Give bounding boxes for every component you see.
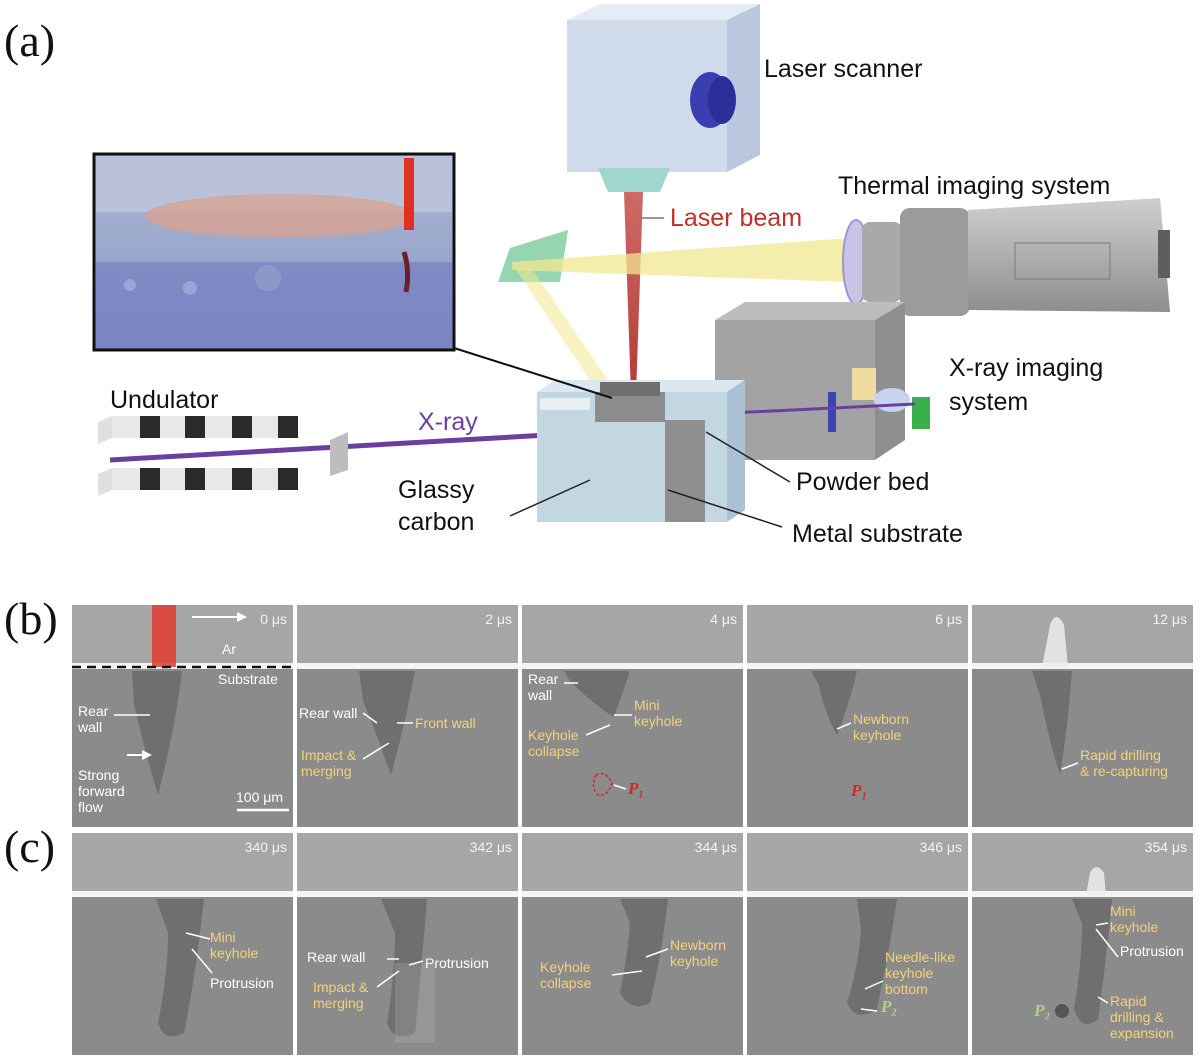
rapid-label-3: expansion — [1110, 1025, 1174, 1041]
panel-c-frame-1: 340 μs Mini keyhole Protrusion — [72, 833, 293, 1055]
glassy-carbon-label-1: Glassy — [398, 476, 475, 504]
needle-label-2: keyhole — [885, 965, 934, 981]
panel-b-frame-4: 6 μs Newborn keyhole P₁ — [747, 605, 968, 827]
protrusion-label: Protrusion — [210, 975, 274, 991]
newborn-label-1: Newborn — [853, 711, 910, 727]
p1-label: P₁ — [851, 781, 868, 800]
newborn-label-2: keyhole — [670, 953, 719, 969]
time-label: 12 μs — [1152, 611, 1187, 627]
needle-label-3: bottom — [885, 981, 928, 997]
rapid-label-2: drilling & — [1110, 1009, 1164, 1025]
mini-keyhole-label-1: Mini — [210, 929, 236, 945]
impact-label-1: Impact & — [301, 747, 357, 763]
panel-c-frame-2: 342 μs Rear wall Protrusion Impact & mer… — [297, 833, 518, 1055]
flow-label-3: flow — [78, 799, 103, 815]
panel-b-frame-5: 12 μs Rapid drilling & re-capturing — [972, 605, 1193, 827]
undulator — [98, 416, 298, 496]
panel-b-frame-3: 4 μs Rear wall Mini keyhole Keyhole coll… — [522, 605, 743, 827]
rear-wall-label: Rear wall — [299, 705, 358, 721]
rapid-label-1: Rapid drilling — [1080, 747, 1161, 763]
laser-beam — [624, 192, 643, 395]
impact-label-2: merging — [301, 763, 352, 779]
panel-c-frame-4: 346 μs Needle-like keyhole bottom P₂ — [747, 833, 968, 1055]
impact-label-2: merging — [313, 995, 364, 1011]
protrusion-label: Protrusion — [425, 955, 489, 971]
time-label: 340 μs — [244, 839, 287, 855]
rear-wall-label-2: wall — [78, 719, 103, 735]
panel-b-frame-2: 2 μs Rear wall Front wall Impact & mergi… — [297, 605, 518, 827]
rear-wall-label-2: wall — [528, 687, 553, 703]
rapid-label-2: & re-capturing — [1080, 763, 1168, 779]
flow-label-1: Strong — [78, 767, 120, 783]
newborn-label-2: keyhole — [853, 727, 902, 743]
collapse-label-2: collapse — [528, 743, 580, 759]
mini-keyhole-label-1: Mini — [634, 697, 660, 713]
undulator-label: Undulator — [110, 386, 219, 414]
time-label: 2 μs — [485, 611, 512, 627]
front-wall-label: Front wall — [415, 715, 476, 731]
time-label: 6 μs — [935, 611, 962, 627]
p2-label: P₂ — [881, 997, 898, 1016]
mini-keyhole-label-2: keyhole — [634, 713, 683, 729]
panel-b-frame-1: 0 μs Ar Substrate Rear wall Strong forwa… — [72, 605, 293, 827]
rear-wall-label: Rear wall — [307, 949, 366, 965]
rapid-label-1: Rapid — [1110, 993, 1147, 1009]
panel-c-frame-3: 344 μs Newborn keyhole Keyhole collapse — [522, 833, 743, 1055]
rear-wall-label-1: Rear — [528, 671, 559, 687]
laser-scanner-label: Laser scanner — [764, 55, 923, 83]
xray-beam — [109, 429, 601, 463]
panel-b-letter: (b) — [4, 593, 58, 644]
time-label: 0 μs — [260, 611, 287, 627]
setup-schematic — [92, 4, 1170, 528]
p2-label: P₂ — [1034, 1001, 1051, 1020]
time-label: 342 μs — [469, 839, 512, 855]
mini-keyhole-label-2: keyhole — [1110, 919, 1159, 935]
powder-bed-inset — [92, 152, 613, 399]
panel-a-letter: (a) — [4, 15, 56, 66]
time-label: 354 μs — [1144, 839, 1187, 855]
protrusion-label: Protrusion — [1120, 943, 1184, 959]
scale-bar-label: 100 μm — [236, 789, 283, 805]
metal-substrate-label: Metal substrate — [792, 520, 963, 548]
panel-c-letter: (c) — [4, 821, 56, 872]
xray-imaging-box — [715, 302, 930, 460]
thermal-label: Thermal imaging system — [838, 172, 1111, 200]
xray-imaging-label-2: system — [949, 388, 1029, 416]
time-label: 346 μs — [919, 839, 962, 855]
mini-keyhole-label-2: keyhole — [210, 945, 259, 961]
sample-cell — [537, 380, 745, 522]
mini-keyhole-label-1: Mini — [1110, 903, 1136, 919]
powder-bed-label: Powder bed — [796, 468, 930, 496]
time-label: 4 μs — [710, 611, 737, 627]
laser-scanner — [567, 4, 760, 192]
collapse-label-1: Keyhole — [528, 727, 579, 743]
ar-label: Ar — [222, 641, 236, 657]
substrate-label: Substrate — [218, 671, 278, 687]
xray-imaging-label-1: X-ray imaging — [949, 354, 1104, 382]
time-label: 344 μs — [694, 839, 737, 855]
needle-label-1: Needle-like — [885, 949, 956, 965]
xray-label: X-ray — [418, 408, 478, 436]
collapse-label-1: Keyhole — [540, 959, 591, 975]
newborn-label-1: Newborn — [670, 937, 727, 953]
thermal-imaging-system — [498, 198, 1170, 395]
rear-wall-label-1: Rear — [78, 703, 109, 719]
flow-label-2: forward — [78, 783, 125, 799]
collapse-label-2: collapse — [540, 975, 592, 991]
glassy-carbon-label-2: carbon — [398, 508, 475, 536]
p1-label: P₁ — [628, 779, 645, 798]
impact-label-1: Impact & — [313, 979, 369, 995]
panel-c-frame-5: 354 μs Mini keyhole Protrusion Rapid dri… — [972, 833, 1193, 1055]
laser-beam-label: Laser beam — [670, 204, 803, 232]
